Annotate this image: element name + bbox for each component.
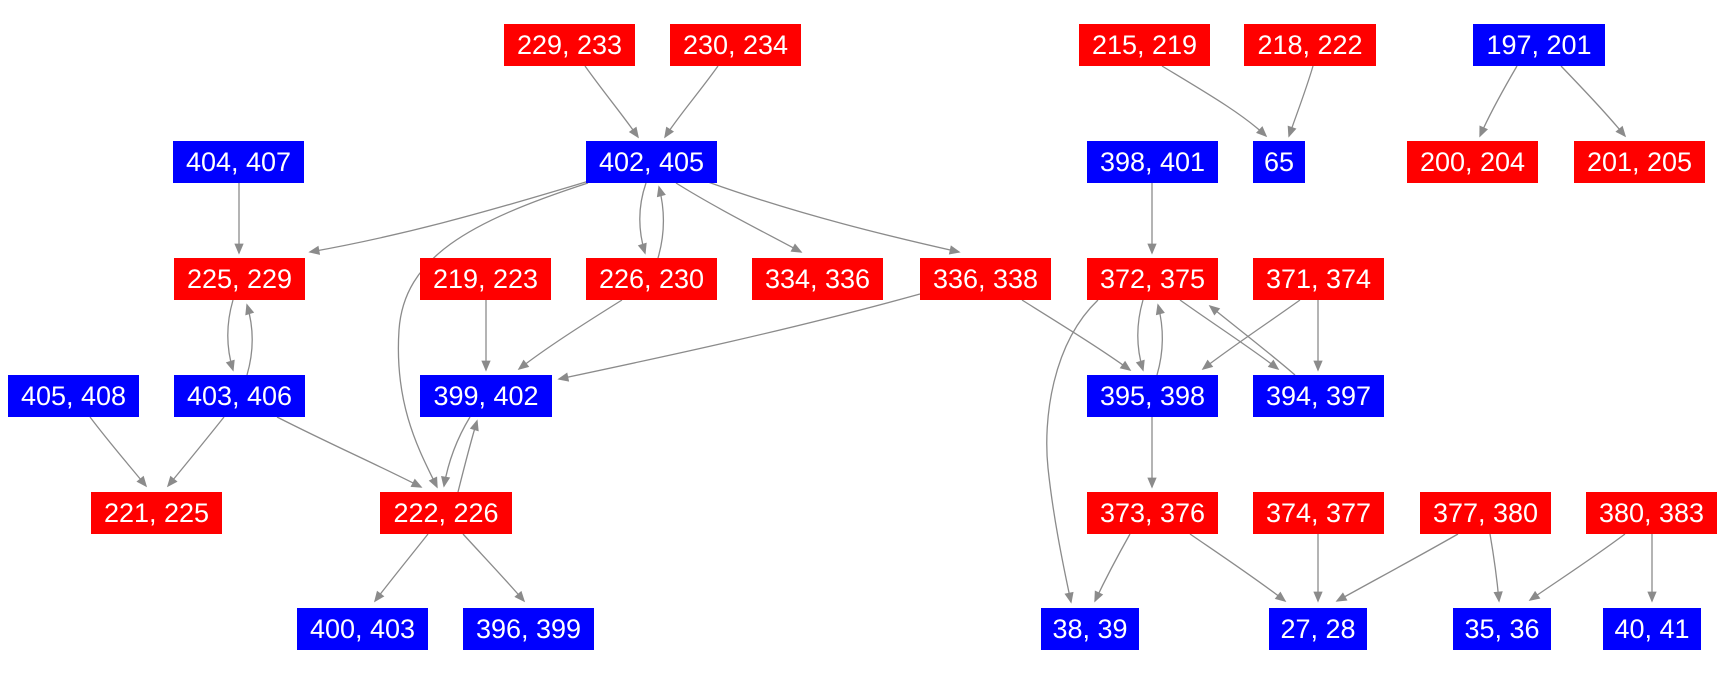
node-403-406: 403, 406 [174,375,305,417]
node-372-375: 372, 375 [1087,258,1218,300]
node-380-383: 380, 383 [1586,492,1717,534]
node-400-403: 400, 403 [297,608,428,650]
edge-402-405-to-225-229 [308,180,590,255]
edge-399-402-to-222-226 [441,416,471,488]
edge-402-405-to-336-338 [707,181,961,255]
node-402-405: 402, 405 [586,141,717,183]
edge-group [89,65,1657,604]
node-226-230: 226, 230 [586,258,717,300]
edge-226-230-to-399-402 [517,299,623,371]
node-336-338: 336, 338 [920,258,1051,300]
edge-373-376-to-38-39 [1094,533,1131,603]
edge-373-376-to-27-28 [1189,533,1287,603]
node-229-233: 229, 233 [504,24,635,66]
node-221-225: 221, 225 [91,492,222,534]
node-197-201: 197, 201 [1473,24,1605,66]
edge-230-234-to-402-405 [664,65,719,139]
edge-229-233-to-402-405 [584,65,639,139]
node-395-398: 395, 398 [1087,375,1218,417]
edge-377-380-to-35-36 [1489,533,1503,603]
edge-372-375-to-38-39 [1046,299,1099,604]
node-404-407: 404, 407 [173,141,304,183]
node-374-377: 374, 377 [1253,492,1384,534]
node-225-229: 225, 229 [174,258,305,300]
edge-403-406-to-225-229 [245,303,255,376]
node-218-222: 218, 222 [1244,24,1376,66]
node-396-399: 396, 399 [463,608,594,650]
node-219-223: 219, 223 [420,258,551,300]
edge-197-201-to-200-204 [1479,65,1518,138]
node-230-234: 230, 234 [670,24,801,66]
edge-372-375-to-394-397 [1179,299,1280,371]
node-373-376: 373, 376 [1087,492,1218,534]
node-371-374: 371, 374 [1253,258,1384,300]
edge-405-408-to-221-225 [89,416,148,488]
edge-402-405-to-222-226 [397,182,589,489]
edge-215-219-to-65 [1161,65,1268,138]
node-38-39: 38, 39 [1041,608,1139,650]
edge-380-383-to-35-36 [1528,533,1626,601]
edge-371-374-to-395-398 [1201,299,1301,371]
node-394-397: 394, 397 [1253,375,1384,417]
edge-336-338-to-395-398 [1021,299,1132,371]
node-27-28: 27, 28 [1269,608,1367,650]
node-398-401: 398, 401 [1087,141,1218,183]
edge-372-375-to-395-398 [1135,299,1145,372]
node-222-226: 222, 226 [380,492,512,534]
node-201-205: 201, 205 [1574,141,1705,183]
node-399-402: 399, 402 [420,375,552,417]
edge-395-398-to-372-375 [1155,303,1165,376]
node-200-204: 200, 204 [1407,141,1538,183]
node-35-36: 35, 36 [1453,608,1551,650]
edge-218-222-to-65 [1287,65,1314,138]
node-215-219: 215, 219 [1079,24,1210,66]
edge-402-405-to-226-230 [637,182,647,255]
node-334-336: 334, 336 [752,258,883,300]
node-40-41: 40, 41 [1603,608,1701,650]
edge-197-201-to-201-205 [1560,65,1627,138]
edge-336-338-to-399-402 [557,293,921,382]
edge-377-380-to-27-28 [1335,533,1459,602]
edge-403-406-to-222-226 [276,416,423,488]
edge-222-226-to-399-402 [457,419,479,493]
node-377-380: 377, 380 [1420,492,1551,534]
edge-222-226-to-396-399 [462,533,526,603]
edge-402-405-to-334-336 [675,182,803,253]
edge-394-397-to-372-375 [1208,304,1296,376]
edge-225-229-to-403-406 [225,299,235,372]
edge-403-406-to-221-225 [166,416,225,488]
edge-226-230-to-402-405 [656,185,666,259]
node-405-408: 405, 408 [8,375,139,417]
edge-222-226-to-400-403 [373,533,429,603]
node-65: 65 [1253,141,1305,183]
